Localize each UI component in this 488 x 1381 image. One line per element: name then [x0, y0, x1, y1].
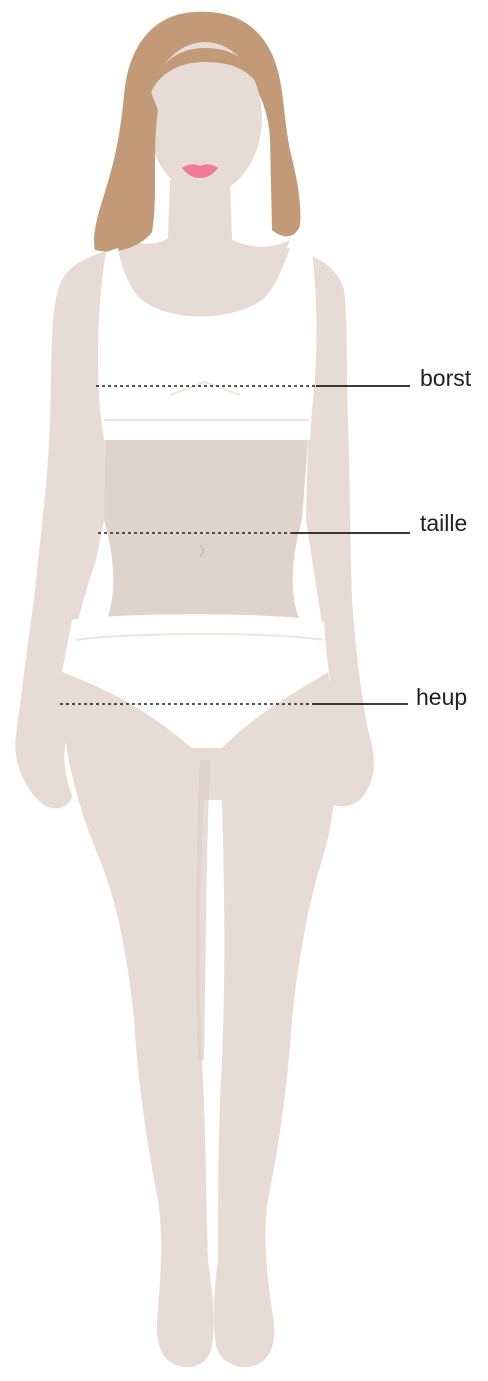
label-borst: borst — [420, 367, 471, 390]
label-taille: taille — [420, 512, 467, 535]
label-heup: heup — [416, 686, 467, 709]
head — [148, 42, 262, 194]
